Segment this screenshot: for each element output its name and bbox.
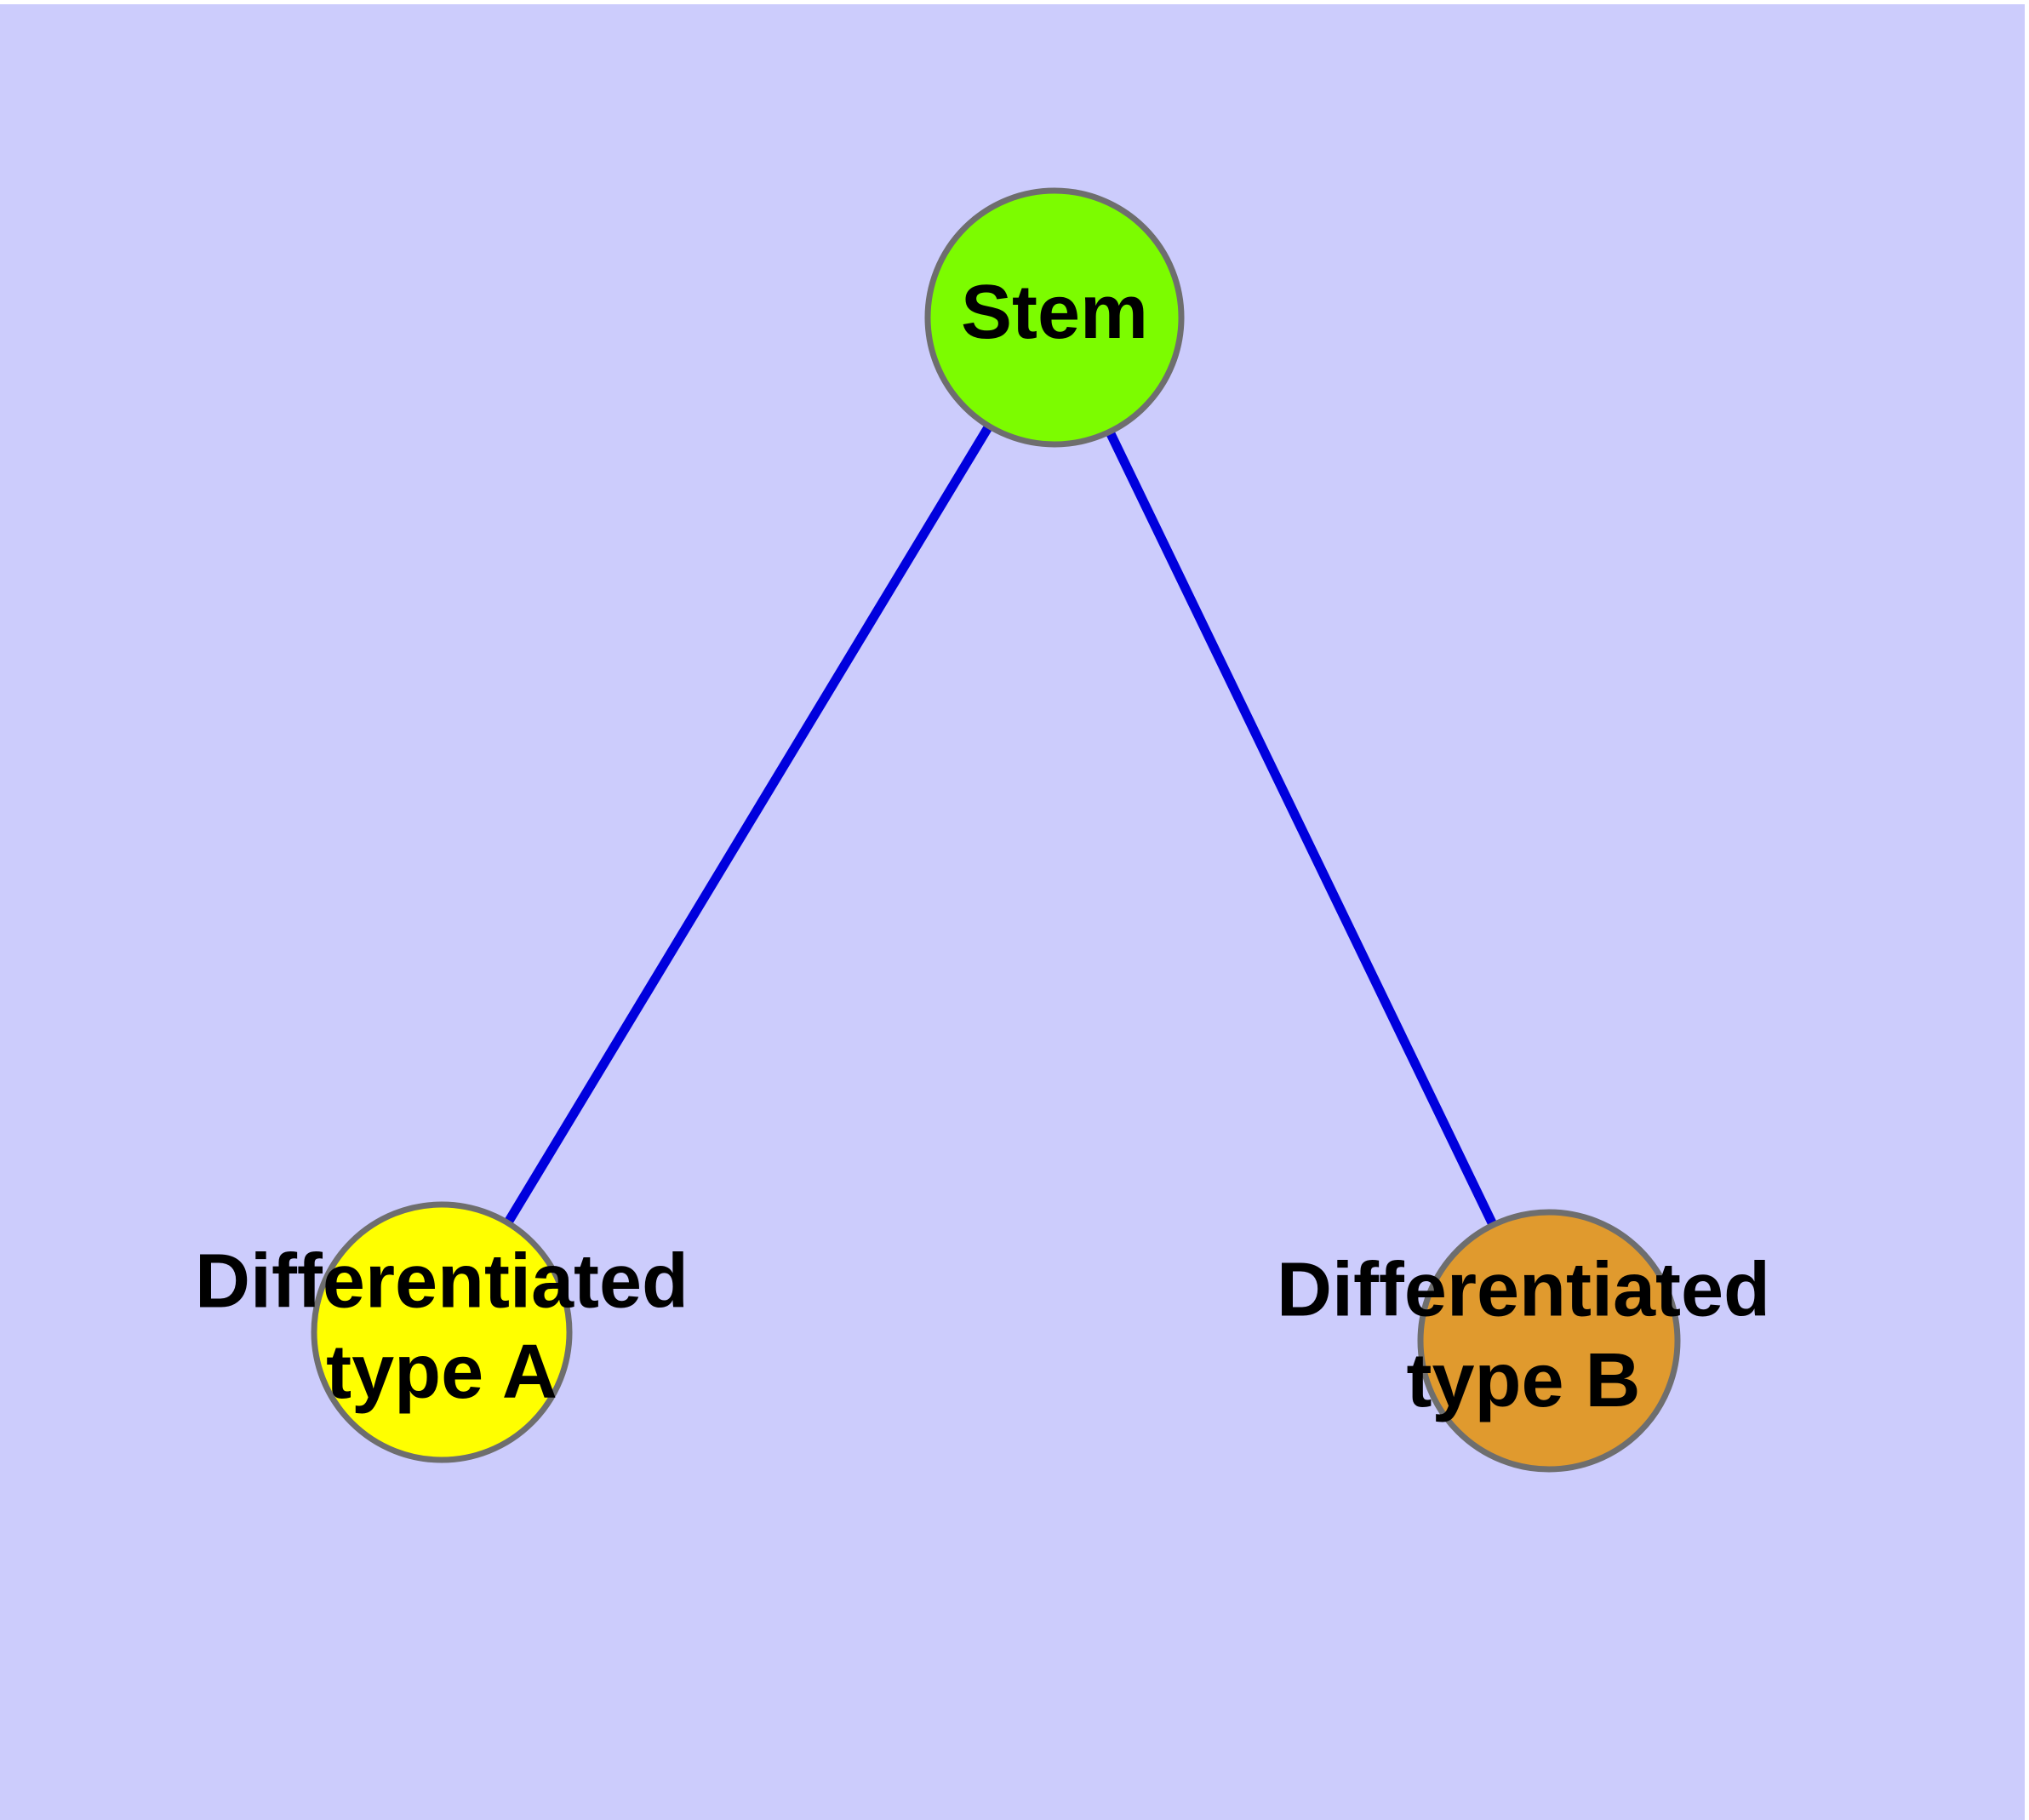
node-label-diff_b-line-1: Differentiated bbox=[1277, 1248, 1770, 1333]
node-circle-diff_b[interactable] bbox=[1417, 1209, 1681, 1473]
node-stem[interactable]: Stem bbox=[924, 187, 1185, 448]
node-label-stem: Stem bbox=[961, 270, 1148, 355]
edge-stem-diff-b[interactable] bbox=[1050, 315, 1553, 1343]
node-label-diff_b-line-2: type B bbox=[1406, 1338, 1640, 1423]
edges-layer bbox=[437, 315, 1553, 1343]
node-label-diff_a-line-1: Differentiated bbox=[195, 1239, 689, 1325]
edge-stem-diff-a[interactable] bbox=[437, 315, 1059, 1335]
node-circle-diff_a[interactable] bbox=[311, 1201, 573, 1463]
node-label-diff_a-line-2: type A bbox=[326, 1330, 557, 1415]
node-circle-stem[interactable] bbox=[924, 187, 1185, 448]
